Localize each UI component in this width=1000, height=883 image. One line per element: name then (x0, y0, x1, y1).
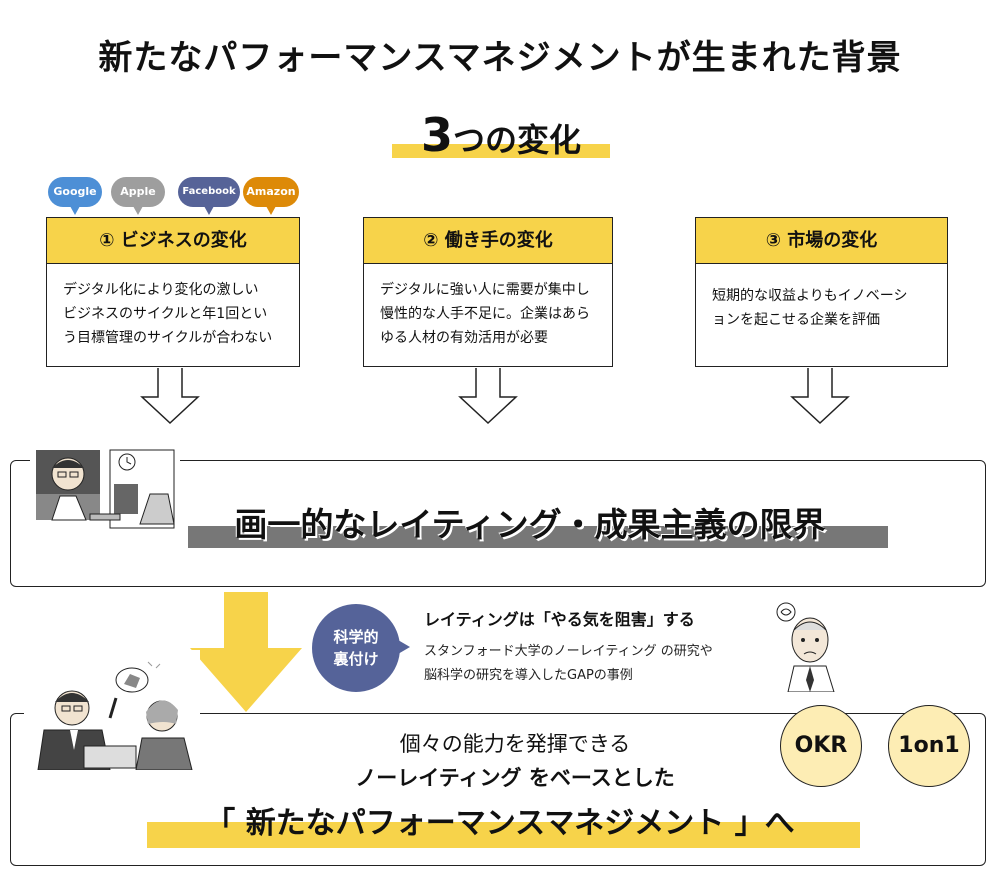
tired-worker-icon (36, 449, 175, 529)
down-arrow-icon (458, 368, 518, 425)
change-heading: ① ビジネスの変化 (47, 218, 299, 264)
change-box-market: ③ 市場の変化 短期的な収益よりもイノベーシ ョンを起こせる企業を評価 (695, 217, 948, 367)
description-line: う目標管理のサイクルが合わない (63, 330, 273, 346)
description-line: ビジネスのサイクルと年1回とい (63, 306, 268, 322)
tag-okr: OKR (780, 705, 862, 787)
description-line: デジタル化により変化の激しい (63, 282, 259, 298)
science-line: スタンフォード大学のノーレイティング の研究や (424, 644, 713, 659)
down-arrow-icon (190, 592, 302, 712)
meeting-illustration (24, 650, 200, 771)
badge-line: 科学的 (333, 628, 379, 646)
change-description: デジタル化により変化の激しい ビジネスのサイクルと年1回とい う目標管理のサイク… (47, 264, 299, 364)
subtitle-number: 3 (420, 108, 453, 162)
bubble-amazon: Amazon (243, 177, 299, 215)
page-title: 新たなパフォーマンスマネジメントが生まれた背景 (98, 38, 902, 78)
science-heading: レイティングは「やる気を阻害」する (424, 610, 695, 629)
down-arrow-icon (790, 368, 850, 425)
badge-line: 裏付け (333, 650, 379, 668)
science-line: 脳科学の研究を導入したGAPの事例 (424, 668, 633, 683)
tired-worker-illustration (30, 444, 180, 534)
change-description: 短期的な収益よりもイノベーシ ョンを起こせる企業を評価 (696, 264, 947, 346)
description-line: ゆる人材の有効活用が必要 (380, 330, 548, 346)
bubble-facebook: Facebook (178, 177, 240, 215)
change-box-business: ① ビジネスの変化 デジタル化により変化の激しい ビジネスのサイクルと年1回とい… (46, 217, 300, 367)
subtitle: 3つの変化 (392, 104, 610, 162)
conclusion-heading: 「 新たなパフォーマンスマネジメント 」へ (205, 806, 795, 841)
description-line: 短期的な収益よりもイノベーシ (712, 288, 908, 304)
change-heading: ③ 市場の変化 (696, 218, 947, 264)
change-heading: ② 働き手の変化 (364, 218, 612, 264)
change-description: デジタルに強い人に需要が集中し 慢性的な人手不足に。企業はあら ゆる人材の有効活… (364, 264, 612, 364)
science-badge: 科学的 裏付け (312, 604, 410, 692)
conclusion-line1: 個々の能力を発揮できる (399, 732, 631, 756)
worried-person-icon (776, 602, 835, 692)
description-line: 慢性的な人手不足に。企業はあら (380, 306, 590, 322)
change-box-workers: ② 働き手の変化 デジタルに強い人に需要が集中し 慢性的な人手不足に。企業はあら… (363, 217, 613, 367)
limit-highlight (188, 526, 888, 548)
limit-heading: 画一的なレイティング・成果主義の限界 (234, 505, 826, 544)
subtitle-highlight (392, 144, 610, 158)
meeting-icon (37, 661, 193, 771)
science-text: スタンフォード大学のノーレイティング の研究や 脳科学の研究を導入したGAPの事… (424, 640, 713, 688)
description-line: デジタルに強い人に需要が集中し (380, 282, 590, 298)
bubble-apple: Apple (111, 177, 165, 215)
bubble-google: Google (48, 177, 102, 215)
down-arrow-icon (140, 368, 200, 425)
description-line: ョンを起こせる企業を評価 (712, 312, 880, 328)
conclusion-line2: ノーレイティング をベースとした (355, 766, 675, 790)
tag-1on1: 1on1 (888, 705, 970, 787)
conclusion-highlight (147, 822, 860, 848)
subtitle-text: つの変化 (453, 121, 582, 159)
